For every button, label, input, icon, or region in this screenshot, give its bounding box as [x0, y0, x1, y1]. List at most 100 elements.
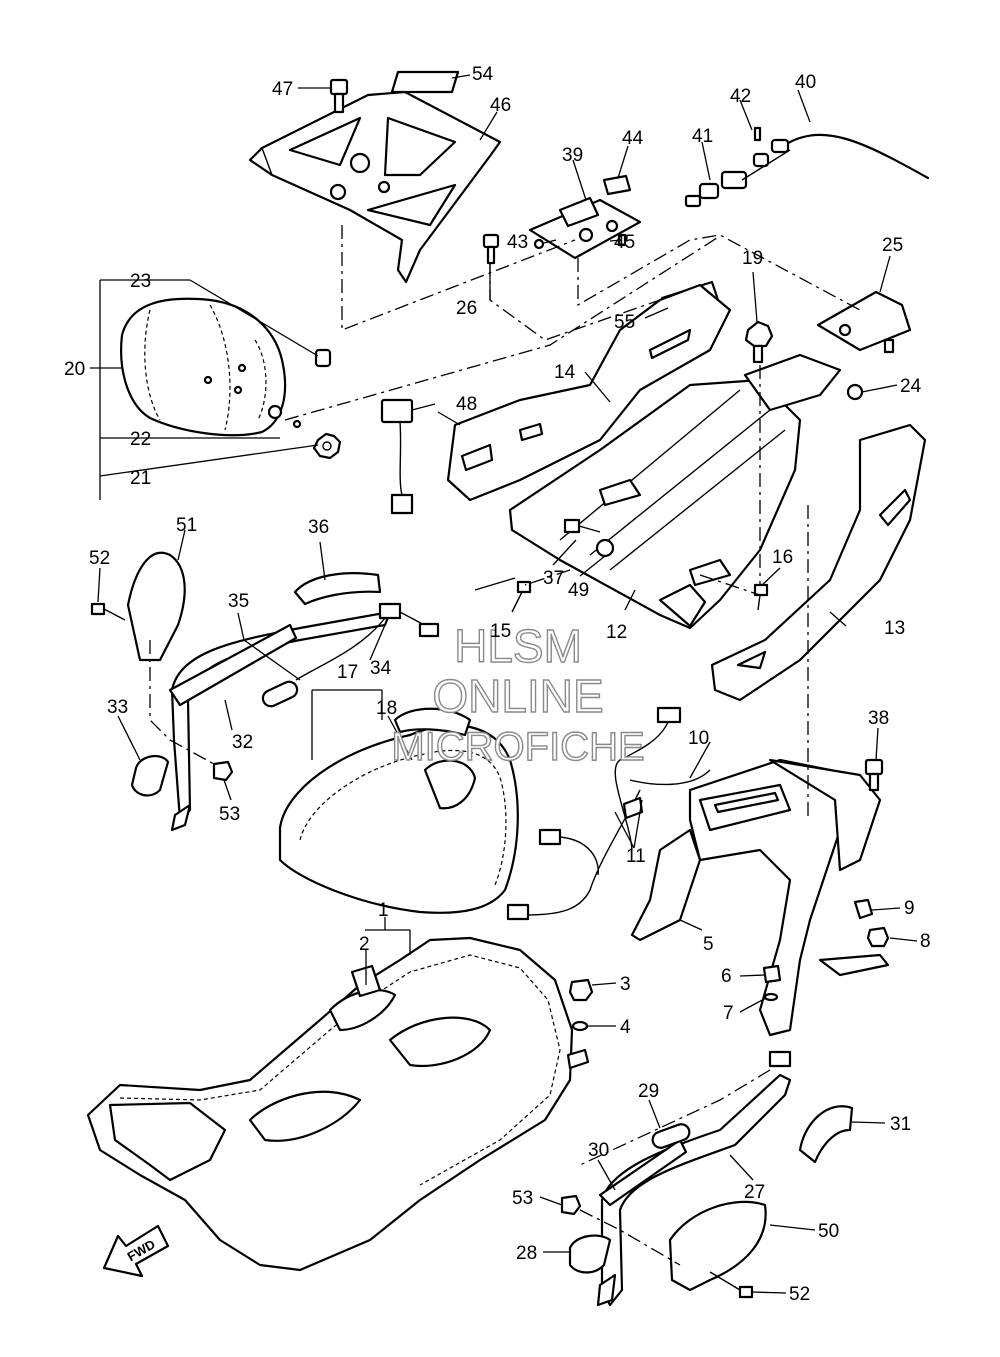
- callout-20: 20: [64, 359, 85, 380]
- callout-33: 33: [107, 697, 128, 718]
- nut-8: [866, 926, 890, 948]
- switch-48: [380, 398, 414, 515]
- washer-4: [571, 1020, 589, 1032]
- washer-24: [846, 383, 864, 401]
- callout-7: 7: [723, 1003, 734, 1024]
- bracket-25: [816, 290, 912, 354]
- callout-32: 32: [232, 732, 253, 753]
- callout-38: 38: [868, 708, 889, 729]
- fwd-arrow-icon: FWD: [102, 1224, 170, 1278]
- callout-50: 50: [818, 1221, 839, 1242]
- callout-14: 14: [554, 362, 576, 383]
- callout-51: 51: [176, 515, 197, 536]
- grip-end-36: [293, 572, 382, 606]
- seat-base-12: [508, 378, 802, 630]
- grip-28: [568, 1234, 612, 1274]
- callout-45: 45: [614, 232, 635, 253]
- callout-35: 35: [228, 591, 249, 612]
- passenger-seat-17: [278, 707, 519, 914]
- side-cover-14: [446, 283, 732, 502]
- watermark: HLSM ONLINE MICROFICHE: [391, 619, 646, 769]
- callout-5: 5: [703, 934, 714, 955]
- pipe-30: [598, 1138, 688, 1207]
- knob-21: [312, 432, 342, 460]
- seat-lock-cable-40: [684, 133, 930, 208]
- pipe-35: [168, 623, 298, 707]
- callout-53-right: 53: [512, 1188, 533, 1209]
- callout-11: 11: [626, 846, 646, 867]
- washer-22: [292, 419, 302, 429]
- callout-18: 18: [376, 698, 397, 719]
- callout-2: 2: [359, 934, 370, 955]
- callout-52-right: 52: [789, 1284, 810, 1305]
- callout-8: 8: [920, 931, 931, 952]
- heater-element: [261, 680, 299, 708]
- callout-37: 37: [543, 568, 564, 589]
- callout-15: 15: [490, 621, 511, 642]
- leader-lines: [90, 74, 918, 1294]
- callout-42: 42: [730, 86, 751, 107]
- rear-seat-20: [120, 297, 287, 437]
- watermark-line-1: HLSM: [454, 620, 582, 672]
- callout-17: 17: [337, 662, 358, 683]
- heater-harness-34: [295, 602, 440, 681]
- callout-1: 1: [378, 900, 389, 921]
- assembly-lines: [149, 225, 861, 1266]
- callout-46: 46: [490, 95, 511, 116]
- bolt-37: [563, 518, 601, 534]
- callout-26: 26: [456, 298, 477, 319]
- callout-47: 47: [272, 79, 293, 100]
- callout-54: 54: [472, 64, 494, 85]
- hinge-plate: [743, 353, 842, 412]
- side-cover-13: [710, 423, 927, 702]
- callout-19: 19: [742, 248, 763, 269]
- callout-10: 10: [688, 728, 709, 749]
- washer-7: [763, 992, 779, 1002]
- callout-39: 39: [562, 145, 583, 166]
- harness-10: [506, 706, 711, 921]
- grip-end-31: [798, 1105, 854, 1164]
- callout-4: 4: [620, 1017, 631, 1038]
- callout-53-left: 53: [219, 804, 240, 825]
- clamp-11: [622, 796, 644, 820]
- callout-31: 31: [890, 1114, 911, 1135]
- nut-53-right: [560, 1194, 582, 1216]
- callout-12: 12: [606, 622, 627, 643]
- callout-55: 55: [614, 312, 635, 333]
- watermark-line-3: MICROFICHE: [391, 725, 644, 769]
- knob-19: [744, 320, 774, 364]
- callout-30: 30: [588, 1140, 609, 1161]
- callout-44: 44: [622, 128, 644, 149]
- bolt-26: [482, 233, 500, 265]
- callout-13: 13: [884, 618, 905, 639]
- callout-24: 24: [900, 376, 922, 397]
- callout-6: 6: [721, 966, 732, 987]
- callout-21: 21: [130, 468, 151, 489]
- latch-plate-39: [528, 196, 642, 260]
- callout-40: 40: [795, 72, 816, 93]
- rear-frame-5: [630, 758, 890, 1037]
- screw-52-left: [90, 602, 126, 621]
- decal-54: [390, 70, 460, 94]
- callout-25: 25: [882, 235, 903, 256]
- callout-9: 9: [904, 898, 915, 919]
- nut-53-left: [212, 760, 234, 782]
- callout-43: 43: [507, 232, 528, 253]
- callout-52-left: 52: [89, 548, 110, 569]
- callout-48: 48: [456, 394, 477, 415]
- heater-harness-29: [651, 1050, 792, 1149]
- watermark-line-2: ONLINE: [432, 670, 603, 722]
- callout-16: 16: [772, 547, 793, 568]
- callout-49: 49: [568, 580, 589, 601]
- grab-rail-27: [596, 1073, 792, 1307]
- callout-23: 23: [130, 271, 151, 292]
- carrier-rack: [248, 90, 502, 284]
- main-seat-1: [86, 936, 590, 1272]
- grommet-49: [595, 538, 615, 558]
- screw-16: [753, 583, 769, 611]
- callout-3: 3: [620, 974, 631, 995]
- hook-44: [602, 174, 632, 196]
- grip-cover-51: [126, 551, 186, 662]
- bolt-38: [864, 758, 884, 792]
